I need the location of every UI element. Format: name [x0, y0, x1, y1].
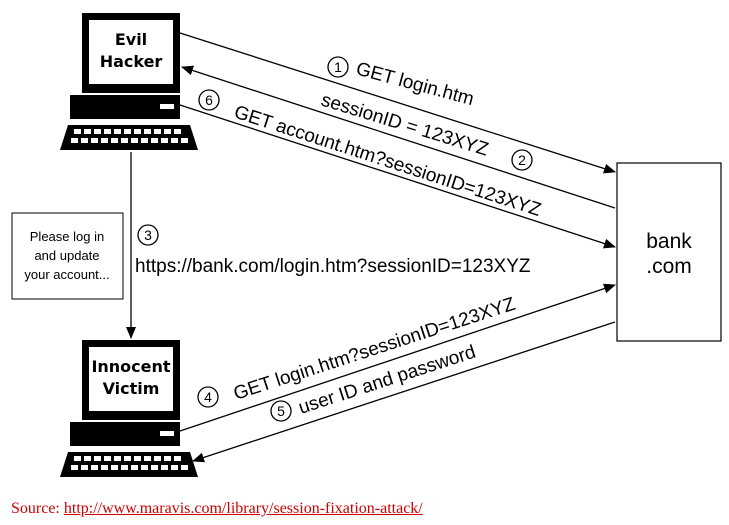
step-1-number: 1 [334, 59, 342, 75]
step-5-number: 5 [277, 403, 285, 419]
step-1-marker: 1 [327, 56, 349, 78]
step-3-label: https://bank.com/login.htm?sessionID=123… [135, 256, 531, 277]
step-5-marker: 5 [270, 400, 292, 422]
source-citation: Source: http://www.maravis.com/library/s… [11, 500, 423, 518]
phishing-note-box [11, 212, 124, 300]
hacker-label-line1: Evil [115, 30, 147, 49]
step-6-marker: 6 [198, 89, 220, 111]
step-3-number: 3 [144, 227, 152, 243]
step-4-number: 4 [204, 389, 212, 405]
step-2-number: 2 [518, 152, 526, 168]
bank-server-box [616, 162, 722, 342]
source-link[interactable]: http://www.maravis.com/library/session-f… [63, 500, 423, 517]
step-2-marker: 2 [511, 149, 533, 171]
note-line3: your account... [24, 267, 109, 282]
arrow-step-4 [179, 283, 616, 432]
step-1-label: GET login.htm [354, 59, 476, 111]
victim-label-line2: Victim [103, 379, 160, 398]
note-line2: and update [34, 248, 99, 263]
victim-computer-icon [60, 340, 198, 477]
hacker-label-line2: Hacker [100, 52, 163, 71]
hacker-computer-icon [60, 13, 198, 150]
arrow-step-2 [181, 65, 616, 209]
bank-label-line2: .com [646, 255, 692, 278]
step-4-marker: 4 [197, 386, 219, 408]
note-line1: Please log in [30, 229, 104, 244]
arrow-step-6 [179, 104, 616, 249]
victim-label-line1: Innocent [91, 357, 170, 376]
arrow-step-5 [192, 321, 616, 463]
step-3-marker: 3 [137, 224, 159, 246]
source-prefix: Source: [11, 500, 64, 517]
bank-label-line1: bank [646, 230, 692, 253]
arrow-step-1 [179, 32, 616, 174]
step-6-number: 6 [205, 92, 213, 108]
